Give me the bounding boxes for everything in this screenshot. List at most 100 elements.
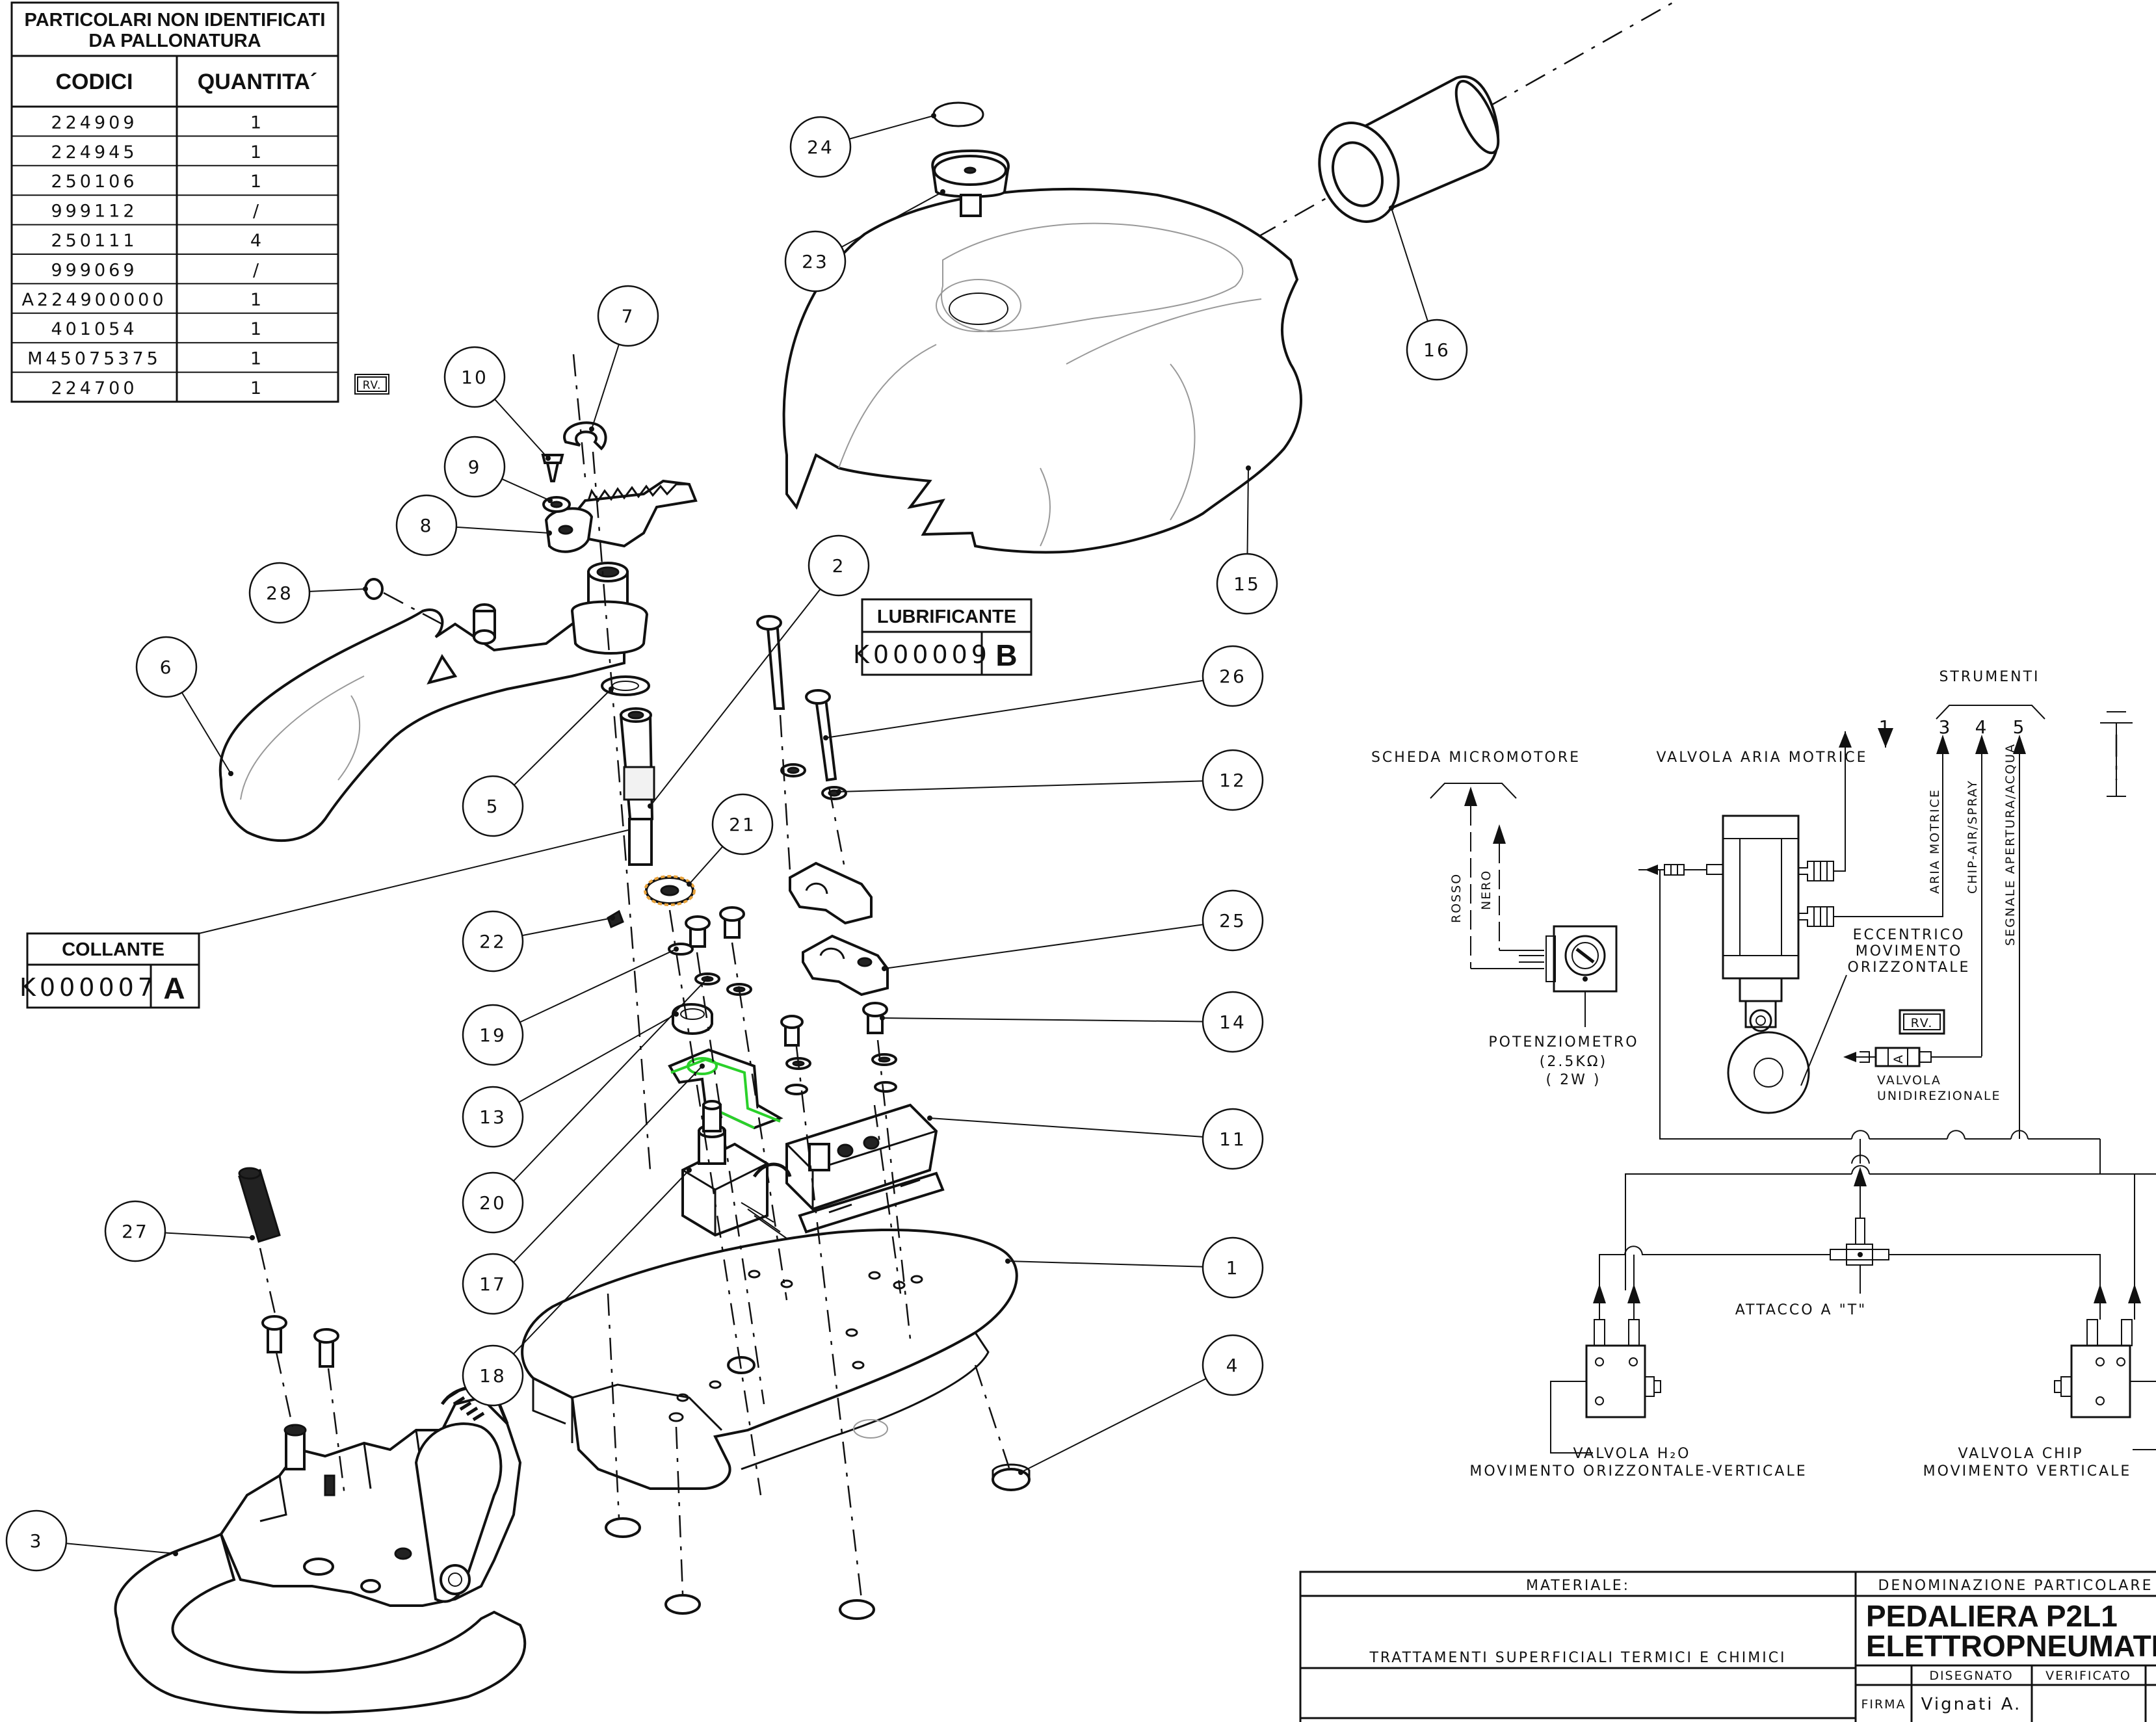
balloon-leader [825, 679, 1203, 738]
balloon-circle [248, 562, 311, 624]
balloon-leader-dot [674, 946, 679, 952]
h2o-label-1: VALVOLA H₂O [1573, 1446, 1691, 1462]
balloon-circle [135, 636, 198, 698]
balloon-number: 13 [479, 1106, 506, 1128]
denominazione-label: DENOMINAZIONE PARTICOLARE [1878, 1578, 2153, 1594]
balloon-leader [181, 692, 231, 774]
balloon-number: 2 [832, 555, 846, 577]
pot-value: (2.5KΩ) [1540, 1054, 1607, 1070]
part-balloons: 1234567891011121314151617181920212223242… [5, 113, 1468, 1572]
chip-air-label: CHIP-AIR/SPRAY [1965, 779, 1980, 894]
balloon-circle [789, 116, 852, 178]
chip-label-1: VALVOLA CHIP [1958, 1446, 2084, 1462]
balloon-number: 28 [266, 582, 293, 604]
balloon-circle [1202, 1108, 1264, 1170]
author-name: Vignati A. [1921, 1695, 2022, 1714]
balloon-leader-dot [546, 456, 551, 461]
balloon-leader [309, 588, 366, 592]
balloon-leader [164, 1232, 253, 1238]
glue-box: COLLANTE K000007 A [20, 829, 631, 1009]
balloon-circle [1202, 645, 1264, 707]
table-row-qty: / [253, 260, 262, 280]
table-row-qty: 1 [250, 290, 265, 310]
balloon-leader-dot [882, 966, 887, 971]
balloon-number: 8 [420, 515, 434, 536]
balloon-leader-dot [940, 189, 945, 194]
materiale-label: MATERIALE: [1526, 1578, 1630, 1594]
balloon-number: 22 [479, 931, 506, 952]
balloon-number: 26 [1219, 666, 1246, 687]
balloon-number: 25 [1219, 910, 1246, 932]
balloon-leader [1020, 1377, 1207, 1473]
table-row-code: M45075375 [27, 349, 161, 369]
balloon-leader-dot [609, 686, 614, 692]
strumenti-label: STRUMENTI [1939, 669, 2040, 685]
pot-power: ( 2W ) [1546, 1072, 1601, 1088]
balloon-leader-dot [927, 1115, 932, 1121]
balloon-circle [784, 230, 847, 293]
balloon-circle [462, 1171, 524, 1234]
parts-table-title-2: DA PALLONATURA [88, 31, 261, 51]
balloon-leader-dot [173, 1551, 178, 1556]
balloon-circle [1202, 991, 1264, 1053]
balloon-leader [689, 846, 724, 885]
chip-label-2: MOVIMENTO VERTICALE [1923, 1463, 2132, 1480]
drawing-title-2: ELETTROPNEUMATICA [1866, 1629, 2156, 1663]
balloon-leader-dot [700, 1063, 705, 1069]
balloon-circle [462, 1004, 524, 1066]
balloon-leader [841, 191, 943, 248]
balloon-leader-dot [547, 530, 552, 536]
instrument-3: 3 [1939, 716, 1952, 738]
valvola-uni-1: VALVOLA [1877, 1073, 1941, 1088]
balloon-leader [514, 688, 612, 786]
balloon-leader [849, 115, 934, 140]
balloon-leader [838, 780, 1203, 792]
lubricant-code: K000009 [853, 640, 991, 669]
balloon-leader-dot [1018, 1470, 1023, 1475]
eccentrico-2: MOVIMENTO [1856, 943, 1963, 959]
balloon-circle [104, 1200, 166, 1262]
balloon-leader-dot [1389, 205, 1394, 211]
balloon-number: 9 [468, 456, 482, 478]
balloon-leader [1007, 1260, 1203, 1268]
title-block: MATERIALE: TRATTAMENTI SUPERFICIALI TERM… [1299, 1571, 2156, 1722]
balloon-circle [395, 494, 458, 556]
nero-label: NERO [1479, 870, 1493, 910]
balloon-leader [882, 1017, 1203, 1023]
balloon-leader-dot [648, 803, 653, 809]
balloon-circle [5, 1509, 68, 1572]
drawing-title-1: PEDALIERA P2L1 [1866, 1599, 2118, 1633]
table-row-code: 224700 [51, 378, 137, 398]
parts-table-title-1: PARTICOLARI NON IDENTIFICATI [25, 10, 326, 31]
balloon-circle [1202, 749, 1264, 811]
table-row-code: 999112 [51, 202, 137, 222]
table-row-qty: 1 [250, 142, 265, 163]
rosso-label: ROSSO [1449, 873, 1464, 923]
balloon-number: 15 [1233, 573, 1261, 595]
balloon-leader-dot [687, 881, 692, 887]
balloon-number: 14 [1219, 1011, 1246, 1033]
aria-motrice-label: ARIA MOTRICE [1928, 789, 1942, 894]
balloon-number: 3 [30, 1530, 44, 1552]
balloon-number: 24 [807, 137, 834, 158]
balloon-leader-dot [823, 735, 828, 740]
lubricant-letter: B [995, 638, 1017, 672]
table-row-code: 224945 [51, 142, 137, 163]
balloon-leader-dot [880, 1015, 885, 1021]
table-row-code: 224909 [51, 112, 137, 133]
exploded-view [114, 0, 1678, 1714]
balloon-circle [443, 436, 506, 498]
balloon-number: 4 [1226, 1355, 1240, 1376]
balloon-number: 7 [622, 306, 635, 327]
balloon-leader-dot [547, 498, 553, 503]
firma-label: FIRMA [1861, 1697, 1906, 1712]
table-row-qty: / [253, 202, 262, 222]
balloon-number: 21 [729, 814, 756, 835]
valvola-aria-label: VALVOLA ARIA MOTRICE [1657, 750, 1868, 766]
balloon-circle [462, 1253, 524, 1315]
disegnato-label: DISEGNATO [1929, 1669, 2013, 1683]
balloon-leader [929, 1117, 1203, 1138]
balloon-leader [519, 948, 677, 1023]
balloon-leader [501, 478, 551, 501]
